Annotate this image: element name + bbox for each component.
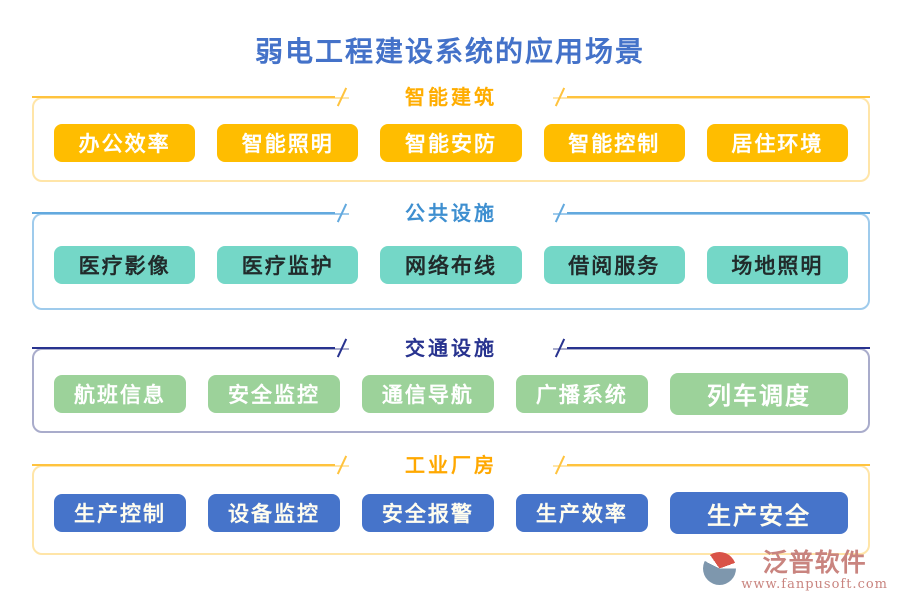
slash-mark-right bbox=[554, 455, 566, 475]
item-button-medical-imaging[interactable]: 医疗影像 bbox=[54, 246, 196, 285]
fanpu-logo-text: 泛普软件 www.fanpusoft.com bbox=[741, 550, 888, 592]
decorative-line-left bbox=[32, 347, 335, 349]
decorative-line-right bbox=[567, 347, 870, 349]
item-button-equipment-monitoring[interactable]: 设备监控 bbox=[207, 494, 340, 533]
fanpu-logo-name: 泛普软件 bbox=[762, 548, 867, 577]
slash-mark-left bbox=[336, 203, 348, 223]
section-header-smart-building: 智能建筑 bbox=[32, 84, 870, 110]
item-button-train-dispatch[interactable]: 列车调度 bbox=[669, 372, 849, 415]
item-button-production-control[interactable]: 生产控制 bbox=[54, 494, 186, 533]
item-button-flight-info[interactable]: 航班信息 bbox=[54, 374, 186, 413]
decorative-line-left bbox=[32, 212, 335, 214]
decorative-line-left bbox=[32, 464, 335, 466]
section-title: 工业厂房 bbox=[349, 452, 553, 478]
section-public-facilities: 公共设施 医疗影像 医疗监护 网络布线 借阅服务 场地照明 bbox=[32, 200, 870, 310]
decorative-line-right bbox=[567, 212, 870, 214]
slash-mark-left bbox=[336, 455, 348, 475]
item-button-living-environment[interactable]: 居住环境 bbox=[706, 123, 849, 162]
section-title: 交通设施 bbox=[349, 335, 553, 361]
item-button-safety-alarm[interactable]: 安全报警 bbox=[361, 494, 494, 533]
item-button-venue-lighting[interactable]: 场地照明 bbox=[706, 246, 849, 285]
item-button-broadcast-system[interactable]: 广播系统 bbox=[515, 374, 648, 413]
fanpu-logo-icon bbox=[703, 552, 737, 585]
item-button-office-efficiency[interactable]: 办公效率 bbox=[54, 123, 196, 162]
slash-mark-right bbox=[554, 87, 566, 107]
item-button-network-cabling[interactable]: 网络布线 bbox=[380, 246, 522, 285]
section-industrial-plant: 工业厂房 生产控制 设备监控 安全报警 生产效率 生产安全 bbox=[32, 452, 870, 555]
section-title: 智能建筑 bbox=[349, 84, 553, 110]
fanpu-logo: 泛普软件 www.fanpusoft.com bbox=[703, 550, 888, 592]
slash-mark-right bbox=[554, 203, 566, 223]
decorative-line-right bbox=[567, 96, 870, 98]
item-button-comms-navigation[interactable]: 通信导航 bbox=[361, 374, 494, 413]
slash-mark-right bbox=[554, 338, 566, 358]
item-button-smart-security[interactable]: 智能安防 bbox=[380, 123, 522, 162]
decorative-line-right bbox=[567, 464, 870, 466]
button-row: 生产控制 设备监控 安全报警 生产效率 生产安全 bbox=[54, 492, 849, 535]
slash-mark-left bbox=[336, 338, 348, 358]
button-row: 医疗影像 医疗监护 网络布线 借阅服务 场地照明 bbox=[54, 246, 849, 285]
slash-mark-left bbox=[336, 87, 348, 107]
item-button-safety-surveillance[interactable]: 安全监控 bbox=[207, 374, 340, 413]
section-header-industrial-plant: 工业厂房 bbox=[32, 452, 870, 478]
item-button-production-safety[interactable]: 生产安全 bbox=[669, 492, 849, 535]
button-row: 航班信息 安全监控 通信导航 广播系统 列车调度 bbox=[54, 372, 849, 415]
section-header-transport-facilities: 交通设施 bbox=[32, 335, 870, 361]
button-row: 办公效率 智能照明 智能安防 智能控制 居住环境 bbox=[54, 123, 849, 162]
item-button-lending-service[interactable]: 借阅服务 bbox=[543, 246, 685, 285]
item-button-smart-control[interactable]: 智能控制 bbox=[543, 123, 685, 162]
item-button-production-efficiency[interactable]: 生产效率 bbox=[515, 494, 648, 533]
decorative-line-left bbox=[32, 96, 335, 98]
section-smart-building: 智能建筑 办公效率 智能照明 智能安防 智能控制 居住环境 bbox=[32, 84, 870, 182]
section-header-public-facilities: 公共设施 bbox=[32, 200, 870, 226]
section-title: 公共设施 bbox=[349, 200, 553, 226]
fanpu-logo-url[interactable]: www.fanpusoft.com bbox=[741, 577, 888, 592]
item-button-medical-monitoring[interactable]: 医疗监护 bbox=[217, 246, 359, 285]
section-transport-facilities: 交通设施 航班信息 安全监控 通信导航 广播系统 列车调度 bbox=[32, 335, 870, 433]
page-title: 弱电工程建设系统的应用场景 bbox=[254, 35, 645, 68]
item-button-smart-lighting[interactable]: 智能照明 bbox=[217, 123, 359, 162]
